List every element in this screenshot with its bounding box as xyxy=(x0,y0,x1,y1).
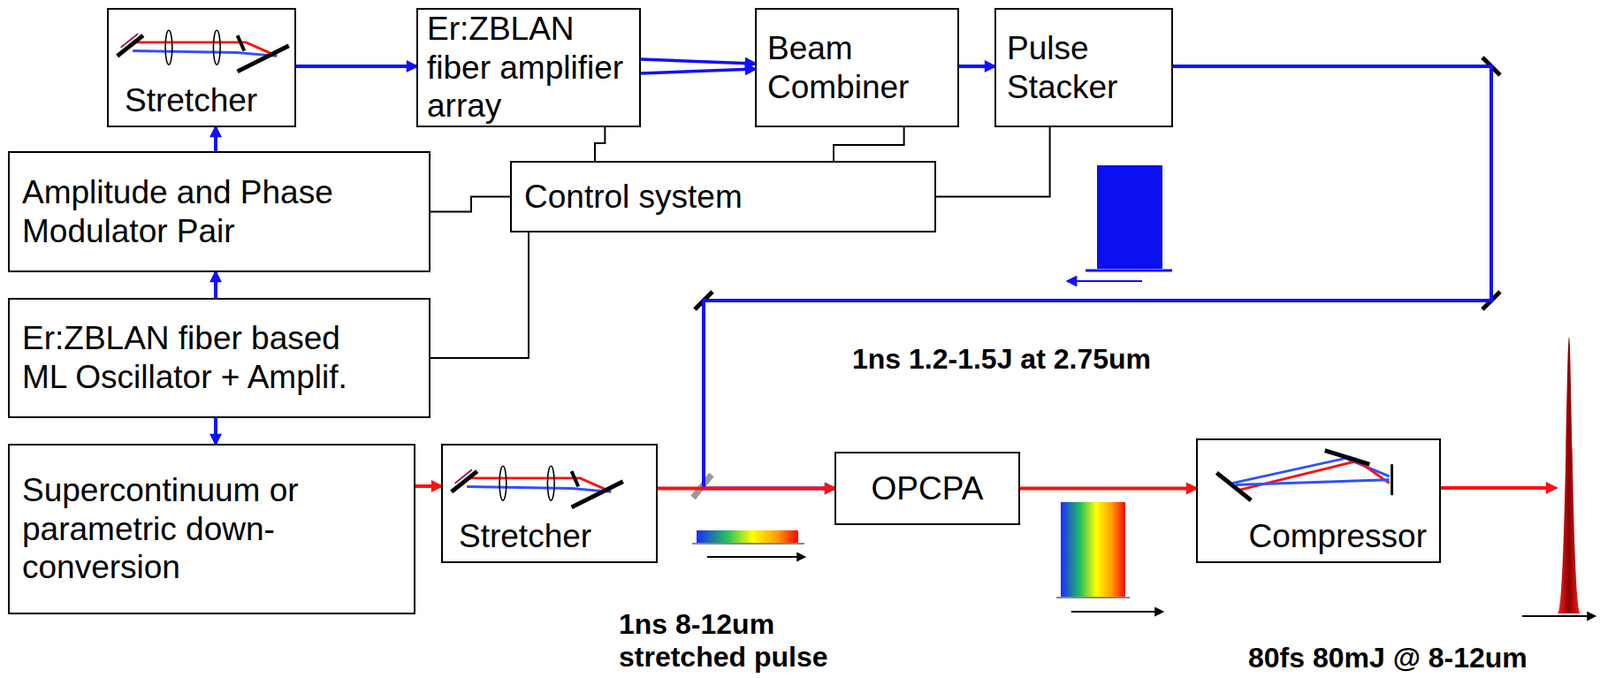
beam-annotation: 80fs 80mJ @ 8-12um xyxy=(1248,641,1593,675)
control-line xyxy=(430,197,511,213)
connector-line xyxy=(959,64,995,69)
beam-path xyxy=(640,59,755,74)
box-label: Supercontinuum or parametric down-conver… xyxy=(22,471,405,587)
time-axis-arrow xyxy=(1522,615,1595,618)
beam-path xyxy=(215,418,217,444)
connector-line xyxy=(594,127,605,161)
process-box: Stretcher xyxy=(106,7,297,128)
box-label: Control system xyxy=(524,177,743,217)
direction-arrow xyxy=(1067,280,1143,282)
connector-line xyxy=(657,487,835,491)
chirped-pulse-icon xyxy=(696,530,799,543)
pulse-baseline xyxy=(1056,596,1130,599)
beam-path xyxy=(657,487,835,489)
process-box: Supercontinuum or parametric down-conver… xyxy=(7,443,416,615)
process-box: Compressor xyxy=(1196,438,1441,564)
connector-line xyxy=(213,127,218,152)
box-label: Compressor xyxy=(1249,517,1428,557)
connector-line xyxy=(213,272,218,298)
connector-line xyxy=(833,127,905,161)
box-label: Er:ZBLAN fiber amplifier array xyxy=(426,9,633,126)
connector-line xyxy=(936,127,1051,198)
box-label: Beam Combiner xyxy=(767,29,951,107)
beam-path xyxy=(215,127,217,152)
connector-line xyxy=(703,66,1492,489)
box-label: Pulse Stacker xyxy=(1006,29,1165,107)
process-box: Beam Combiner xyxy=(754,7,960,128)
connector-line xyxy=(430,197,511,213)
pulse-baseline xyxy=(692,542,805,545)
process-box: Amplitude and Phase Modulator Pair xyxy=(7,151,431,273)
box-label: Stretcher xyxy=(124,81,258,121)
process-box: OPCPA xyxy=(834,451,1021,526)
beam-annotation: 1ns 1.2-1.5J at 2.75um xyxy=(852,342,1259,376)
beam-path xyxy=(296,66,417,68)
process-box: Er:ZBLAN fiber based ML Oscillator + Amp… xyxy=(7,297,431,419)
connector-line xyxy=(415,484,442,488)
direction-arrow xyxy=(707,556,805,558)
process-box: Control system xyxy=(510,160,937,233)
compressed-pulse xyxy=(1557,336,1581,614)
process-box: Pulse Stacker xyxy=(994,7,1174,128)
beam-path xyxy=(415,486,442,488)
pulse-baseline xyxy=(1085,269,1173,273)
control-line xyxy=(594,127,605,161)
beam-path xyxy=(703,66,1492,489)
control-line xyxy=(833,127,905,161)
connector-line xyxy=(1020,487,1197,491)
beam-path xyxy=(959,66,995,68)
box-label: Er:ZBLAN fiber based ML Oscillator + Amp… xyxy=(22,319,383,397)
control-line xyxy=(936,127,1051,198)
pump-pulse-icon xyxy=(1097,165,1163,269)
process-box: Er:ZBLAN fiber amplifier array xyxy=(416,7,641,128)
beam-annotation: 1ns 8-12um stretched pulse xyxy=(618,608,845,674)
control-line xyxy=(430,232,529,359)
amplified-pulse-icon xyxy=(1060,502,1126,597)
connector-line xyxy=(640,68,755,74)
output-beam xyxy=(1440,486,1556,490)
box-label: Amplitude and Phase Modulator Pair xyxy=(22,173,412,251)
beam-path xyxy=(1020,487,1197,489)
connector-line xyxy=(640,59,755,64)
process-box: Stretcher xyxy=(441,443,658,564)
direction-arrow xyxy=(1071,610,1163,613)
connector-line xyxy=(296,64,417,69)
box-label: Stretcher xyxy=(458,517,592,557)
beam-path xyxy=(215,272,217,298)
connector-line xyxy=(430,232,529,359)
connector-line xyxy=(213,418,218,444)
box-label: OPCPA xyxy=(871,469,984,509)
